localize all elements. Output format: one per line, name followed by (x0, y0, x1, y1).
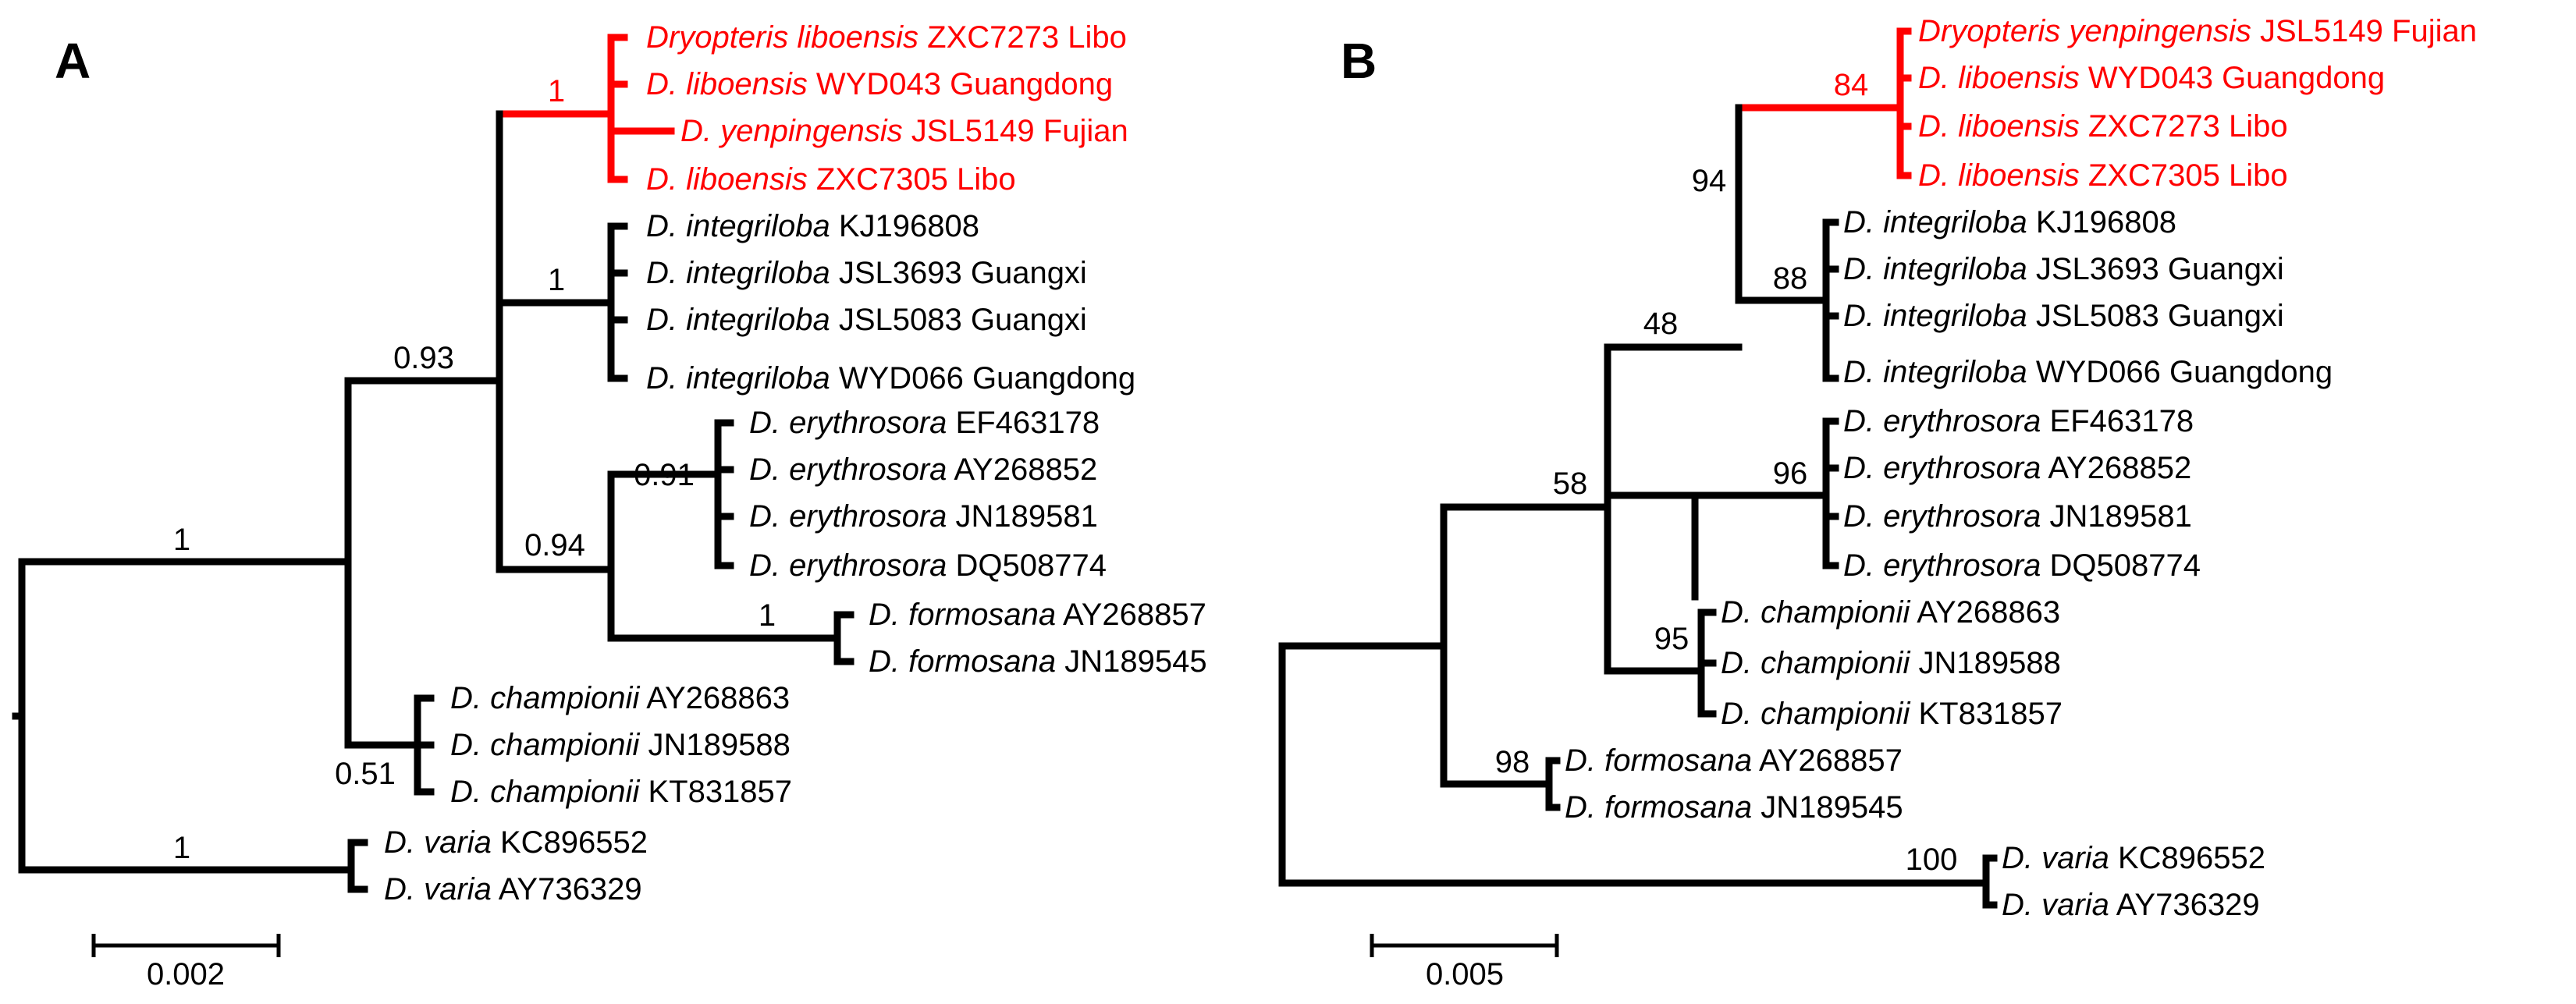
taxon-label: D. erythrosora JN189581 (1843, 499, 2192, 534)
taxon-label: D. varia KC896552 (2002, 841, 2265, 875)
support-value: 48 (1643, 307, 1679, 341)
support-value: 94 (1692, 164, 1727, 198)
taxon-label: D. erythrosora AY268852 (749, 452, 1097, 487)
taxon-label: D. liboensis ZXC7273 Libo (1918, 109, 2288, 144)
support-value: 0.51 (335, 757, 396, 791)
taxon-label: D. integriloba WYD066 Guangdong (646, 361, 1135, 396)
support-value: 1 (548, 74, 565, 108)
scale-bar-line (1370, 934, 1559, 957)
support-value: 1 (173, 523, 190, 557)
taxon-label: D. erythrosora DQ508774 (749, 548, 1107, 583)
scale-bar-line (91, 934, 281, 957)
panel-a: A (12, 20, 1207, 992)
scale-bar-label: 0.005 (1426, 957, 1504, 992)
taxon-label: D. championii JN189588 (1721, 646, 2061, 680)
support-value: 58 (1553, 467, 1588, 501)
taxon-label: D. varia KC896552 (384, 825, 648, 860)
taxon-label: D. varia AY736329 (384, 872, 642, 906)
taxon-label: D. integriloba JSL3693 Guangxi (1843, 252, 2284, 286)
taxon-label: D. liboensis WYD043 Guangdong (646, 67, 1113, 101)
panel-b-supports: 84 94 88 48 96 58 95 98 100 (1495, 68, 1958, 877)
taxon-label: D. formosana JN189545 (1565, 790, 1903, 825)
taxon-label: D. erythrosora EF463178 (1843, 404, 2194, 438)
taxon-label: D. erythrosora JN189581 (749, 499, 1098, 534)
panel-a-branches (12, 34, 855, 893)
support-value: 1 (173, 831, 190, 865)
taxon-label: D. championii AY268863 (450, 681, 790, 715)
taxon-label: D. erythrosora AY268852 (1843, 451, 2191, 485)
support-value: 96 (1773, 456, 1808, 491)
support-value: 95 (1654, 622, 1690, 656)
panel-b-taxa: Dryopteris yenpingensis JSL5149 Fujian D… (1565, 14, 2477, 922)
taxon-label: D. erythrosora EF463178 (749, 406, 1100, 440)
taxon-label: D. formosana AY268857 (1565, 743, 1903, 778)
support-value: 88 (1773, 261, 1808, 296)
taxon-label: D. integriloba KJ196808 (646, 209, 979, 243)
taxon-label: D. championii KT831857 (1721, 697, 2063, 731)
taxon-label: D. liboensis ZXC7305 Libo (1918, 158, 2288, 193)
panel-a-scale-bar: 0.002 (91, 934, 281, 992)
taxon-label: D. championii KT831857 (450, 775, 792, 809)
support-value: 1 (759, 598, 776, 633)
panel-a-taxa: Dryopteris liboensis ZXC7273 Libo D. lib… (384, 20, 1207, 906)
support-value: 0.91 (634, 458, 695, 492)
taxon-label: D. integriloba KJ196808 (1843, 205, 2176, 239)
taxon-label: D. integriloba WYD066 Guangdong (1843, 355, 2333, 389)
taxon-label: D. integriloba JSL3693 Guangxi (646, 256, 1087, 290)
support-value: 84 (1834, 68, 1869, 102)
taxon-label: D. liboensis ZXC7305 Libo (646, 162, 1016, 197)
panel-b-branches (1278, 27, 1998, 909)
scale-bar-label: 0.002 (147, 957, 225, 992)
taxon-label: Dryopteris liboensis ZXC7273 Libo (646, 20, 1127, 55)
support-value: 100 (1906, 843, 1958, 877)
panel-a-supports: 1 1 0.93 0.91 0.94 1 1 0.51 1 (173, 74, 776, 865)
taxon-label: D. integriloba JSL5083 Guangxi (1843, 299, 2284, 333)
support-value: 0.93 (393, 341, 454, 375)
taxon-label: D. formosana AY268857 (869, 598, 1206, 632)
taxon-label: D. yenpingensis JSL5149 Fujian (680, 114, 1128, 148)
support-value: 1 (548, 263, 565, 297)
taxon-label: D. liboensis WYD043 Guangdong (1918, 61, 2385, 95)
taxon-label: D. formosana JN189545 (869, 644, 1207, 679)
taxon-label: D. championii AY268863 (1721, 595, 2060, 630)
panel-a-letter: A (55, 33, 91, 89)
panel-b-scale-bar: 0.005 (1370, 934, 1559, 992)
panel-b: B (1278, 14, 2477, 992)
panel-b-letter: B (1341, 33, 1377, 89)
taxon-label: D. erythrosora DQ508774 (1843, 548, 2201, 583)
support-value: 98 (1495, 745, 1530, 779)
taxon-label: D. championii JN189588 (450, 728, 791, 762)
taxon-label: Dryopteris yenpingensis JSL5149 Fujian (1918, 14, 2477, 48)
taxon-label: D. varia AY736329 (2002, 888, 2260, 922)
taxon-label: D. integriloba JSL5083 Guangxi (646, 303, 1087, 337)
support-value: 0.94 (524, 528, 585, 562)
